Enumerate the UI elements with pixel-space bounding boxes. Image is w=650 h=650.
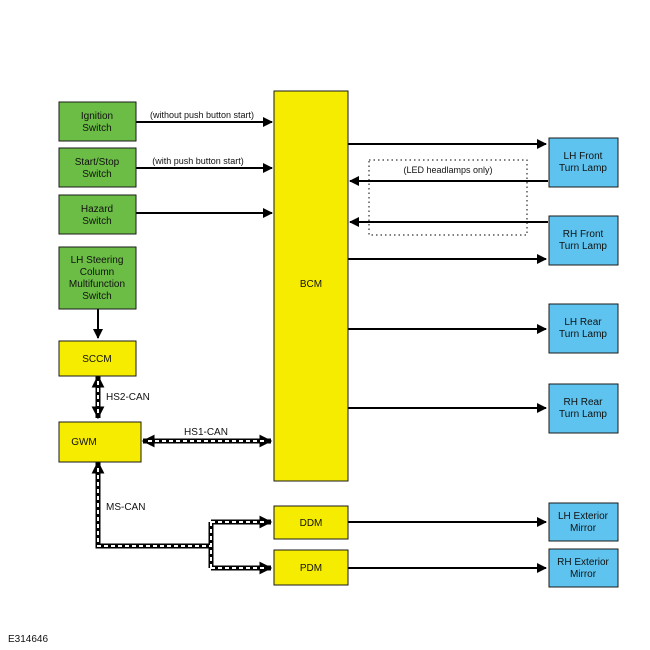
rh-front-turn-lamp-box: RH Front Turn Lamp — [548, 215, 619, 266]
rhrear-line1: RH Rear — [564, 397, 604, 408]
label-with-push: (with push button start) — [152, 156, 244, 166]
rhfront-line2: Turn Lamp — [559, 241, 607, 252]
lh-exterior-mirror-box: LH Exterior Mirror — [548, 502, 619, 542]
gwm-label: GWM — [71, 437, 97, 448]
lhsteer-line3: Multifunction — [69, 279, 125, 290]
pdm-box: PDM — [273, 549, 349, 586]
lh-steering-switch-box: LH Steering Column Multifunction Switch — [58, 246, 137, 310]
pdm-label: PDM — [300, 563, 322, 574]
sccm-box: SCCM — [58, 340, 137, 377]
lhsteer-line1: LH Steering — [71, 255, 124, 266]
startstop-line1: Start/Stop — [75, 157, 120, 168]
ddm-box: DDM — [273, 505, 349, 540]
ignition-switch-box: Ignition Switch — [58, 101, 137, 142]
hazard-switch-box: Hazard Switch — [58, 194, 137, 235]
rh-exterior-mirror-box: RH Exterior Mirror — [548, 548, 619, 588]
hazard-line2: Switch — [82, 216, 111, 227]
lhfront-line2: Turn Lamp — [559, 163, 607, 174]
rhfront-line1: RH Front — [563, 229, 604, 240]
lhrear-line2: Turn Lamp — [559, 329, 607, 340]
ms-can-line — [91, 460, 273, 575]
startstop-switch-box: Start/Stop Switch — [58, 147, 137, 188]
startstop-line2: Switch — [82, 169, 111, 180]
lhsteer-line4: Switch — [82, 291, 111, 302]
lhsteer-line2: Column — [80, 267, 114, 278]
rh-rear-turn-lamp-box: RH Rear Turn Lamp — [548, 383, 619, 434]
lhrear-line1: LH Rear — [564, 317, 602, 328]
lhmirror-line1: LH Exterior — [558, 511, 609, 522]
rhmirror-line2: Mirror — [570, 569, 597, 580]
hazard-line1: Hazard — [81, 204, 113, 215]
figure-id: E314646 — [8, 634, 48, 645]
label-hs2-can: HS2-CAN — [106, 392, 150, 403]
rhmirror-line1: RH Exterior — [557, 557, 609, 568]
label-ms-can: MS-CAN — [106, 502, 145, 513]
ignition-line1: Ignition — [81, 111, 113, 122]
lh-rear-turn-lamp-box: LH Rear Turn Lamp — [548, 303, 619, 354]
lh-front-turn-lamp-box: LH Front Turn Lamp — [548, 137, 619, 188]
bcm-box: BCM — [273, 90, 349, 482]
rhrear-line2: Turn Lamp — [559, 409, 607, 420]
label-led-only: (LED headlamps only) — [403, 165, 492, 175]
lhfront-line1: LH Front — [564, 151, 603, 162]
led-headlamps-region — [368, 159, 528, 236]
lhmirror-line2: Mirror — [570, 523, 597, 534]
gwm-box: GWM — [58, 421, 142, 463]
sccm-label: SCCM — [82, 354, 111, 365]
label-hs1-can: HS1-CAN — [184, 427, 228, 438]
ignition-line2: Switch — [82, 123, 111, 134]
ddm-label: DDM — [300, 518, 323, 529]
label-without-push: (without push button start) — [150, 110, 254, 120]
bcm-label: BCM — [300, 279, 322, 290]
